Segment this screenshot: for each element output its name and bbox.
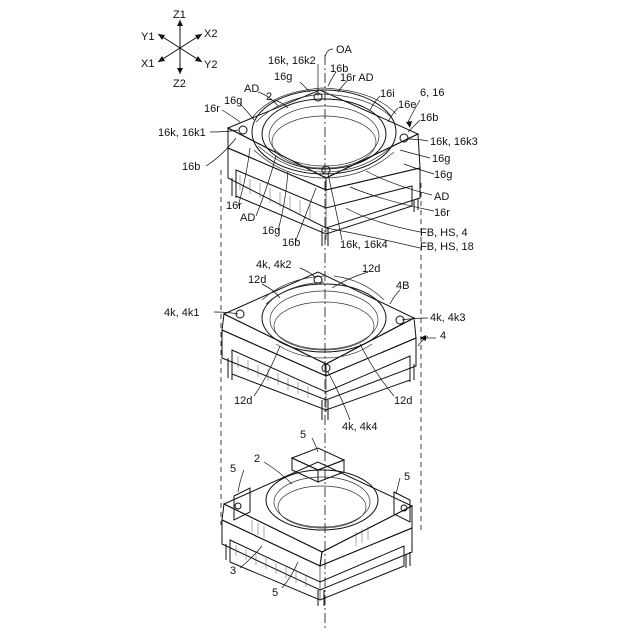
label-16r-ad: 16r AD bbox=[340, 72, 374, 84]
label-12d-a: 12d bbox=[362, 263, 380, 275]
label-16b-b: 16b bbox=[420, 112, 438, 124]
label-5-right: 5 bbox=[404, 471, 410, 483]
label-16e: 16e bbox=[398, 99, 416, 111]
label-16g-b: 16g bbox=[224, 95, 242, 107]
label-16g-d: 16g bbox=[434, 169, 452, 181]
label-16k-16k2: 16k, 16k2 bbox=[268, 55, 316, 67]
leader-lines bbox=[206, 49, 434, 588]
label-2-top: 2 bbox=[266, 91, 272, 103]
label-5-top: 5 bbox=[300, 429, 306, 441]
label-4k-4k4: 4k, 4k4 bbox=[342, 421, 377, 433]
label-ad-left: AD bbox=[240, 212, 255, 224]
label-4k-4k2: 4k, 4k2 bbox=[256, 259, 291, 271]
label-16k-16k1: 16k, 16k1 bbox=[158, 127, 206, 139]
label-16g-c: 16g bbox=[432, 153, 450, 165]
label-fb-hs-4: FB, HS, 4 bbox=[420, 227, 468, 239]
label-16r-b: 16r bbox=[226, 200, 242, 212]
label-3: 3 bbox=[230, 565, 236, 577]
label-4b: 4B bbox=[396, 280, 409, 292]
label-16b-c: 16b bbox=[182, 161, 200, 173]
top-assembly bbox=[228, 88, 420, 246]
label-6-16: 6, 16 bbox=[420, 87, 444, 99]
bottom-assembly bbox=[222, 448, 412, 606]
label-16r-c: 16r bbox=[434, 207, 450, 219]
axis-x2-label: X2 bbox=[204, 28, 217, 40]
label-16b-d: 16b bbox=[282, 237, 300, 249]
label-16r-a: 16r bbox=[204, 103, 220, 115]
label-16k-16k4: 16k, 16k4 bbox=[340, 239, 388, 251]
axis-z1-label: Z1 bbox=[173, 9, 186, 21]
axis-y1-label: Y1 bbox=[141, 31, 154, 43]
axis-x1-label: X1 bbox=[141, 58, 154, 70]
label-16i: 16i bbox=[380, 88, 395, 100]
label-5-bottom: 5 bbox=[272, 587, 278, 599]
label-ad-right: AD bbox=[434, 191, 449, 203]
label-16g-a: 16g bbox=[274, 71, 292, 83]
arrow-head-6-16 bbox=[406, 121, 412, 128]
label-fb-hs-18: FB, HS, 18 bbox=[420, 241, 474, 253]
label-4: 4 bbox=[440, 330, 446, 342]
axis-z2-label: Z2 bbox=[173, 78, 186, 90]
label-12d-b: 12d bbox=[248, 274, 266, 286]
label-5-left: 5 bbox=[230, 463, 236, 475]
label-12d-d: 12d bbox=[394, 395, 412, 407]
label-16g-e: 16g bbox=[262, 225, 280, 237]
axis-indicator: Z1 Z2 Y1 X2 X1 Y2 bbox=[141, 9, 217, 90]
axis-y2-label: Y2 bbox=[204, 59, 217, 71]
label-12d-c: 12d bbox=[234, 395, 252, 407]
label-oa: OA bbox=[336, 44, 353, 56]
label-ad-top: AD bbox=[244, 83, 259, 95]
label-4k-4k3: 4k, 4k3 bbox=[430, 312, 465, 324]
label-2-bottom: 2 bbox=[254, 453, 260, 465]
label-16k-16k3: 16k, 16k3 bbox=[430, 136, 478, 148]
reference-labels: OA 16k, 16k2 16b 16g 16r AD AD 2 16i 6, … bbox=[158, 44, 478, 599]
label-4k-4k1: 4k, 4k1 bbox=[164, 307, 199, 319]
